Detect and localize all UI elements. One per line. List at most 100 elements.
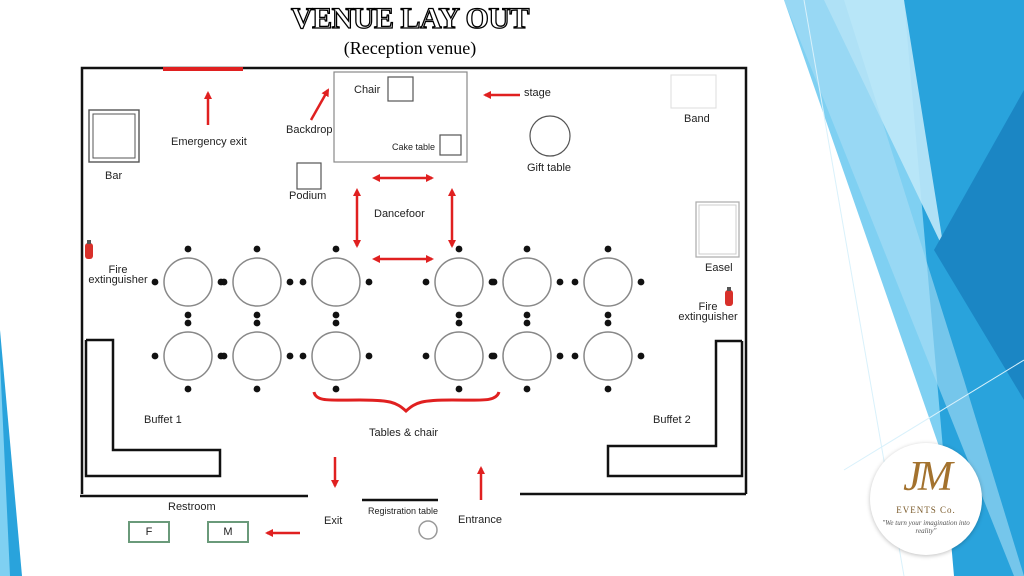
band-area (670, 74, 717, 109)
emergency-exit-door (163, 67, 243, 71)
guest-chair (604, 319, 612, 327)
guest-table (434, 331, 484, 381)
guest-chair (332, 319, 340, 327)
guest-chair (253, 245, 261, 253)
guest-chair (455, 311, 463, 319)
page-title: VENUE LAY OUT (290, 1, 530, 35)
guest-chair (523, 311, 531, 319)
restroom-male-door: M (207, 521, 249, 543)
company-logo: JM EVENTS Co. "We turn your imagination … (870, 443, 982, 555)
guest-chair (286, 352, 294, 360)
registration-table-label: Registration table (368, 506, 439, 516)
fire-extinguisher-right-label: Fire extinguisher (678, 301, 738, 323)
guest-table (311, 257, 361, 307)
guest-chair (637, 352, 645, 360)
guest-chair (455, 245, 463, 253)
band-label: Band (684, 113, 710, 125)
guest-chair (422, 352, 430, 360)
guest-table (583, 331, 633, 381)
page-subtitle: (Reception venue) (343, 38, 477, 58)
backdrop-label: Backdrop (286, 124, 333, 136)
chair-label: Chair (354, 84, 381, 96)
guest-chair (523, 245, 531, 253)
guest-chair (299, 352, 307, 360)
guest-table (163, 331, 213, 381)
logo-mark: JM (903, 454, 953, 500)
fire-extinguisher-left-icon (85, 240, 93, 259)
exit-label: Exit (324, 515, 343, 527)
guest-table (583, 257, 633, 307)
buffet-1-label: Buffet 1 (144, 414, 182, 426)
dance-floor-label: Dancefoor (374, 208, 425, 220)
guest-table (232, 257, 282, 307)
guest-table (502, 331, 552, 381)
bar-icon (88, 109, 140, 163)
guest-chair (604, 245, 612, 253)
guest-chair (571, 352, 579, 360)
decorative-background-shapes (784, 0, 1024, 576)
cake-table-icon (439, 134, 462, 156)
fire-extinguisher-left-label: Fire extinguisher (88, 264, 148, 286)
guest-chair (365, 352, 373, 360)
restroom-label: Restroom (168, 501, 216, 513)
guest-table (502, 257, 552, 307)
guest-chair (286, 278, 294, 286)
tables-chair-label: Tables & chair (369, 427, 439, 439)
guest-chair (151, 278, 159, 286)
entrance-label: Entrance (458, 514, 503, 526)
guest-chair (556, 352, 564, 360)
guest-chair (523, 319, 531, 327)
tables-brace (312, 391, 501, 414)
pointer-arrows (204, 88, 520, 537)
guest-table (163, 257, 213, 307)
podium-icon (296, 162, 322, 190)
guest-table (311, 331, 361, 381)
guest-chair (556, 278, 564, 286)
registration-stool (418, 520, 438, 540)
guest-chair (299, 278, 307, 286)
guest-chair (184, 319, 192, 327)
gift-table-label: Gift table (527, 162, 572, 174)
guest-chair (220, 278, 228, 286)
guest-chair (184, 385, 192, 393)
decorative-left-sliver (0, 330, 22, 576)
buffet-1-counter (84, 338, 222, 478)
guest-chair (571, 278, 579, 286)
guest-table (434, 257, 484, 307)
guest-chair (604, 311, 612, 319)
guest-chair (637, 278, 645, 286)
guest-chair (151, 352, 159, 360)
logo-company-name: EVENTS Co. (896, 505, 956, 515)
venue-walls (80, 66, 748, 498)
guest-chair (184, 245, 192, 253)
guest-chair (422, 278, 430, 286)
guest-chair (523, 385, 531, 393)
guest-table (232, 331, 282, 381)
fire-extinguisher-right-icon (725, 287, 733, 306)
guest-chair (332, 311, 340, 319)
stage-label: stage (524, 87, 551, 99)
bar-label: Bar (105, 170, 123, 182)
guest-chair (253, 311, 261, 319)
cake-table-label: Cake table (392, 142, 436, 152)
restroom-female-door: F (128, 521, 170, 543)
guest-chair (455, 385, 463, 393)
emergency-exit-label: Emergency exit (171, 136, 247, 148)
guest-chair (184, 311, 192, 319)
guest-chair (490, 352, 498, 360)
gift-table-icon (529, 115, 571, 157)
buffet-2-label: Buffet 2 (653, 414, 691, 426)
easel-icon (695, 201, 740, 258)
easel-label: Easel (705, 262, 733, 274)
logo-tagline: "We turn your imagination into reality" (882, 519, 970, 535)
guest-chair (332, 245, 340, 253)
guest-tables (151, 245, 645, 393)
guest-chair (455, 319, 463, 327)
guest-chair (220, 352, 228, 360)
buffet-2-counter (606, 339, 744, 478)
guest-chair (253, 319, 261, 327)
guest-chair (604, 385, 612, 393)
chair-icon (387, 76, 414, 102)
dance-floor-arrows (353, 174, 456, 263)
